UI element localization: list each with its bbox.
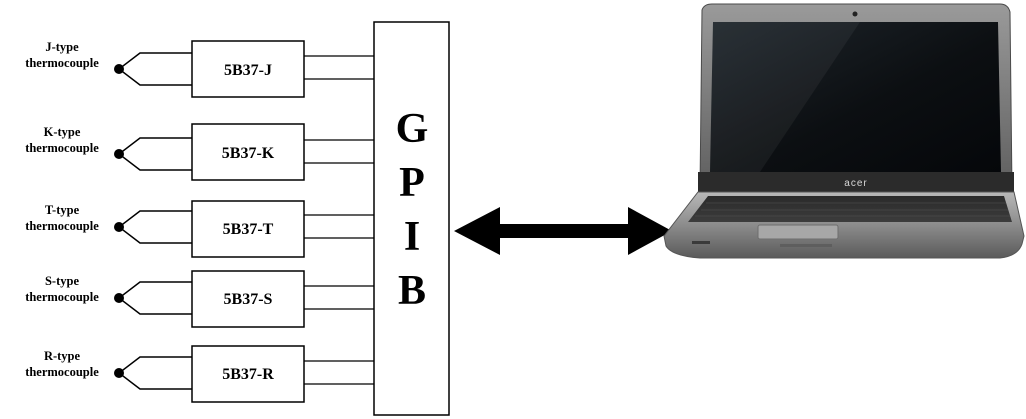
sensor-label-line2: thermocouple bbox=[25, 365, 99, 379]
module-label: 5B37-J bbox=[224, 62, 272, 79]
keyboard-keys bbox=[695, 202, 1010, 217]
thermocouple-wire bbox=[117, 281, 192, 315]
module-box bbox=[191, 270, 305, 328]
laptop-brand-logo: acer bbox=[844, 178, 867, 189]
channel-k: K-type thermocouple 5B37-K bbox=[25, 123, 374, 181]
sensor-label-line1: J-type bbox=[45, 40, 79, 54]
laptop-icon: acer bbox=[663, 3, 1025, 259]
gpib-letter-b: B bbox=[398, 268, 426, 314]
module-label: 5B37-S bbox=[224, 291, 273, 308]
module-label: 5B37-T bbox=[223, 221, 274, 238]
module-box bbox=[191, 345, 305, 403]
sensor-label-line1: S-type bbox=[45, 274, 79, 288]
laptop-keyboard bbox=[688, 196, 1012, 222]
laptop-touchpad bbox=[757, 224, 839, 240]
gpib-bus-box bbox=[373, 21, 450, 416]
channel-t: T-type thermocouple 5B37-T bbox=[25, 200, 374, 258]
laptop-port bbox=[692, 241, 710, 244]
sensor-label-line2: thermocouple bbox=[25, 56, 99, 70]
gpib-letter-g: G bbox=[396, 106, 429, 152]
module-box bbox=[191, 123, 305, 181]
gpib-letter-p: P bbox=[399, 160, 425, 206]
laptop-screen bbox=[710, 22, 1001, 172]
thermocouple-wire bbox=[117, 52, 192, 86]
channel-s: S-type thermocouple 5B37-S bbox=[25, 270, 374, 328]
screen-glare bbox=[710, 22, 860, 172]
gpib-letter-i: I bbox=[404, 214, 420, 260]
sensor-label-line2: thermocouple bbox=[25, 141, 99, 155]
module-box bbox=[191, 40, 305, 98]
sensor-label-line2: thermocouple bbox=[25, 219, 99, 233]
channel-j: J-type thermocouple 5B37-J bbox=[25, 40, 374, 98]
sensor-label-line2: thermocouple bbox=[25, 290, 99, 304]
sensor-label-line1: K-type bbox=[44, 125, 81, 139]
module-label: 5B37-R bbox=[222, 366, 274, 383]
module-label: 5B37-K bbox=[222, 145, 275, 162]
module-box bbox=[191, 200, 305, 258]
webcam-icon bbox=[852, 11, 858, 17]
sensor-label-line1: T-type bbox=[45, 203, 80, 217]
sensor-label-line1: R-type bbox=[44, 349, 81, 363]
bidirectional-arrow-icon bbox=[454, 207, 672, 255]
laptop-speaker-grille bbox=[780, 244, 832, 247]
laptop-hinge bbox=[698, 172, 1014, 192]
channel-r: R-type thermocouple 5B37-R bbox=[25, 345, 374, 403]
thermocouple-wire bbox=[117, 356, 192, 390]
thermocouple-wire bbox=[117, 210, 192, 244]
thermocouple-wire bbox=[117, 137, 192, 171]
